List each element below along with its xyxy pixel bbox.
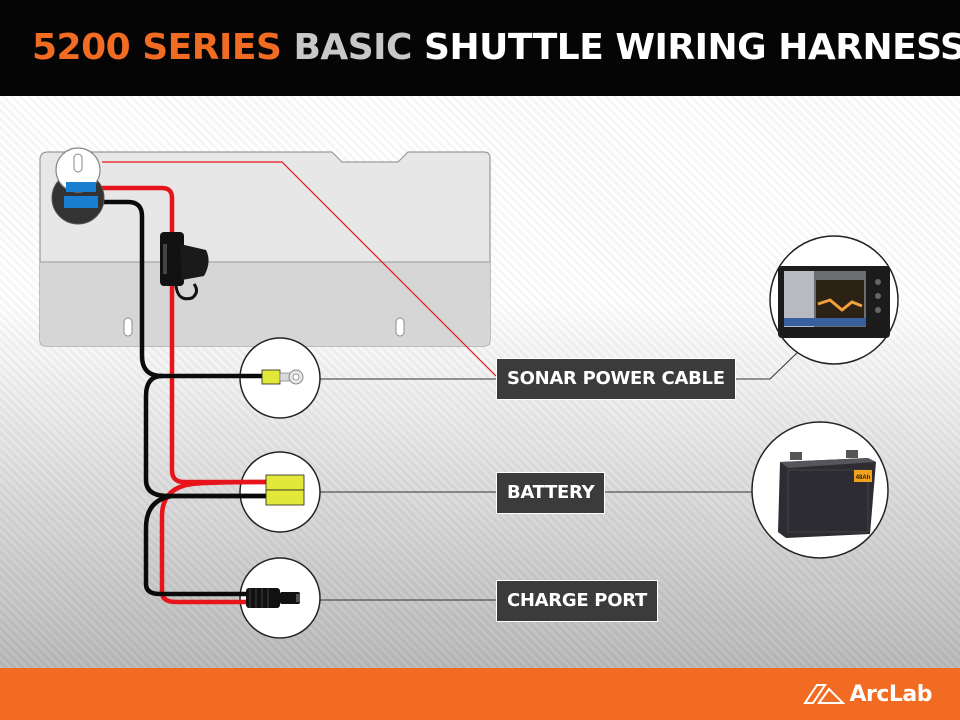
charge-port-label: CHARGE PORT bbox=[496, 580, 658, 622]
sonar-leader-red bbox=[102, 161, 497, 377]
battery-icon: 48Ah bbox=[751, 421, 889, 559]
header-bar: 5200 SERIES BASIC SHUTTLE WIRING HARNESS bbox=[0, 0, 960, 96]
red-wire-main bbox=[93, 185, 273, 485]
inline-fuse-holder-icon bbox=[160, 232, 209, 301]
footer-bar: ArcLab bbox=[0, 668, 960, 720]
battery-label: BATTERY bbox=[496, 472, 606, 514]
title-main: SHUTTLE WIRING HARNESS bbox=[424, 27, 960, 68]
black-wire-sonar bbox=[93, 199, 273, 379]
wiring-diagram: 48Ah bbox=[39, 147, 899, 639]
ring-terminal-icon bbox=[261, 369, 304, 385]
black-wire-battery bbox=[143, 373, 273, 499]
leader-lines bbox=[102, 161, 801, 601]
black-wire-charge bbox=[143, 493, 273, 597]
sae-plug-icon bbox=[246, 588, 300, 608]
brand-name: ArcLab bbox=[849, 681, 932, 707]
spade-connector-icon bbox=[265, 474, 305, 506]
page-title: 5200 SERIES BASIC SHUTTLE WIRING HARNESS bbox=[32, 24, 960, 72]
wires bbox=[93, 185, 273, 605]
sonar-power-cable-label: SONAR POWER CABLE bbox=[496, 358, 736, 400]
sonar-plug bbox=[51, 147, 105, 225]
fish-finder-display-icon bbox=[769, 235, 899, 365]
shuttle-plate bbox=[39, 151, 491, 347]
battery-badge: 48Ah bbox=[856, 475, 871, 481]
diagram-canvas: 48Ah SONAR POWER CABLE BATTERY CHARGE PO… bbox=[0, 96, 960, 668]
title-series: 5200 SERIES bbox=[32, 27, 282, 68]
title-basic: BASIC bbox=[293, 27, 412, 68]
brand: ArcLab bbox=[803, 680, 932, 708]
arclab-logo-icon bbox=[803, 684, 846, 704]
